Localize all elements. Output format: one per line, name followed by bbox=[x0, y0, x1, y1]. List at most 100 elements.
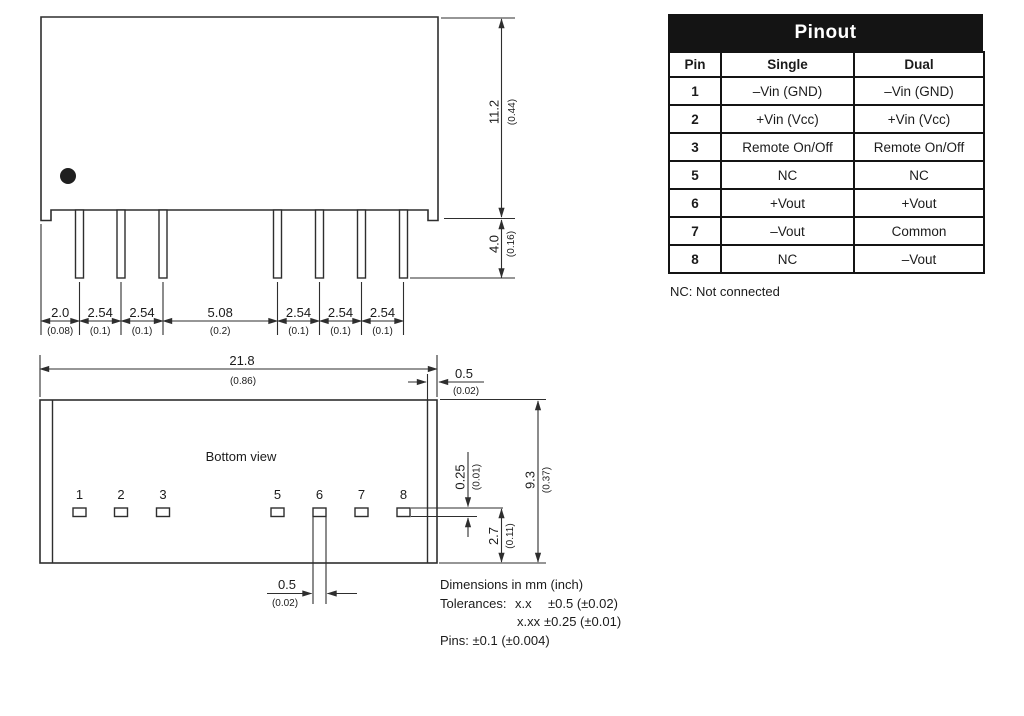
dim-pitch-3-inch: (0.1) bbox=[132, 326, 153, 337]
cell-dual: NC bbox=[853, 160, 985, 190]
pin-number-3: 3 bbox=[159, 487, 166, 502]
note-tol1-key: x.x bbox=[515, 595, 532, 611]
package-body-outline bbox=[40, 16, 439, 222]
pinout-header-row: Pin Single Dual bbox=[668, 51, 985, 78]
col-header-dual: Dual bbox=[853, 51, 985, 78]
dim-body-depth-mm: 9.3 bbox=[523, 471, 538, 489]
dim-wall-thickness-mm: 0.5 bbox=[455, 366, 473, 381]
side-view-pitch-dimensions bbox=[40, 224, 405, 335]
pin-number-6: 6 bbox=[316, 487, 323, 502]
pinout-grid: Pin Single Dual 1 –Vin (GND) –Vin (GND) … bbox=[668, 51, 985, 274]
pin-lead bbox=[74, 209, 85, 279]
table-row: 3 Remote On/Off Remote On/Off bbox=[668, 132, 985, 162]
dim-pitch-7-mm: 2.54 bbox=[370, 305, 395, 320]
pin-lead bbox=[158, 209, 168, 279]
pin-pad bbox=[312, 507, 327, 518]
cell-pin: 1 bbox=[668, 76, 722, 106]
note-pins-row: Pins: ±0.1 (±0.004) bbox=[440, 633, 700, 652]
cell-single: Remote On/Off bbox=[720, 132, 855, 162]
bottom-view-outline bbox=[39, 399, 438, 564]
pin-number-1: 1 bbox=[76, 487, 83, 502]
pin-pad bbox=[270, 507, 285, 518]
dim-pin-length-inch: (0.16) bbox=[506, 231, 517, 257]
cell-single: NC bbox=[720, 160, 855, 190]
pin-pad bbox=[113, 507, 129, 518]
body-width-dimension bbox=[39, 355, 438, 397]
pin-number-5: 5 bbox=[274, 487, 281, 502]
pin-number-7: 7 bbox=[358, 487, 365, 502]
cell-pin: 2 bbox=[668, 104, 722, 134]
dim-pitch-6-mm: 2.54 bbox=[328, 305, 353, 320]
pin-pad bbox=[72, 507, 87, 518]
cell-single: +Vin (Vcc) bbox=[720, 104, 855, 134]
cell-single: –Vin (GND) bbox=[720, 76, 855, 106]
dim-body-height-mm: 11.2 bbox=[487, 100, 502, 124]
dim-pin-thickness-inch: (0.01) bbox=[472, 464, 483, 490]
pin-thickness-dimension bbox=[411, 452, 503, 537]
dim-pitch-1-mm: 2.0 bbox=[51, 305, 69, 320]
dim-pin-width-mm: 0.5 bbox=[278, 577, 296, 592]
note-tolerance-row-2: x.xx ±0.25 (±0.01) bbox=[440, 614, 700, 633]
col-header-single: Single bbox=[720, 51, 855, 78]
table-row: 7 –Vout Common bbox=[668, 216, 985, 246]
pin-number-8: 8 bbox=[400, 487, 407, 502]
dim-pitch-4-mm: 5.08 bbox=[208, 305, 233, 320]
body-depth-dimension bbox=[439, 398, 546, 564]
cell-dual: Common bbox=[853, 216, 985, 246]
cell-pin: 7 bbox=[668, 216, 722, 246]
pinout-table-title: Pinout bbox=[668, 14, 983, 51]
note-tol1-value: ±0.5 (±0.02) bbox=[548, 595, 618, 611]
cell-pin: 8 bbox=[668, 244, 722, 274]
note-units: Dimensions in mm (inch) bbox=[440, 577, 584, 592]
note-tolerances-label: Tolerances: bbox=[440, 595, 507, 611]
pin-lead bbox=[356, 209, 367, 279]
bottom-view-label: Bottom view bbox=[206, 449, 277, 464]
cell-pin: 6 bbox=[668, 188, 722, 218]
cell-dual: Remote On/Off bbox=[853, 132, 985, 162]
dim-body-width-mm: 21.8 bbox=[229, 353, 254, 368]
cell-single: +Vout bbox=[720, 188, 855, 218]
side-view-height-dimensions bbox=[410, 17, 515, 279]
nc-footnote: NC: Not connected bbox=[670, 284, 780, 299]
bottom-view bbox=[39, 399, 438, 564]
dim-pin-offset-inch: (0.11) bbox=[505, 523, 516, 548]
note-pins-tolerance: Pins: ±0.1 (±0.004) bbox=[440, 632, 550, 648]
cell-dual: –Vout bbox=[853, 244, 985, 274]
note-tolerance-row-1: Tolerances: x.x ±0.5 (±0.02) bbox=[440, 596, 700, 615]
side-view-pitch-labels: 2.0 2.54 2.54 5.08 2.54 2.54 2.54 (0.08)… bbox=[47, 305, 395, 337]
dim-body-height-inch: (0.44) bbox=[507, 99, 518, 125]
dim-pin-length-mm: 4.0 bbox=[487, 235, 502, 253]
side-view-pins bbox=[74, 209, 409, 279]
dim-pitch-5-mm: 2.54 bbox=[286, 305, 311, 320]
note-units-row: Dimensions in mm (inch) bbox=[440, 577, 700, 596]
cell-dual: –Vin (GND) bbox=[853, 76, 985, 106]
note-tol2-key: x.xx bbox=[517, 614, 541, 630]
col-header-pin: Pin bbox=[668, 51, 722, 78]
note-tol2-value: ±0.25 (±0.01) bbox=[544, 614, 622, 630]
dim-pitch-2-inch: (0.1) bbox=[90, 326, 111, 337]
dimension-notes: Dimensions in mm (inch) Tolerances: x.x … bbox=[440, 577, 700, 651]
cell-pin: 5 bbox=[668, 160, 722, 190]
dim-pitch-6-inch: (0.1) bbox=[330, 326, 351, 337]
pin-pad bbox=[354, 507, 369, 518]
table-row: 5 NC NC bbox=[668, 160, 985, 190]
dim-pitch-7-inch: (0.1) bbox=[372, 326, 393, 337]
pin-width-dimension bbox=[267, 517, 357, 604]
cell-dual: +Vout bbox=[853, 188, 985, 218]
cell-pin: 3 bbox=[668, 132, 722, 162]
dim-pin-width-inch: (0.02) bbox=[272, 598, 298, 609]
side-view bbox=[40, 16, 439, 279]
dim-pitch-4-inch: (0.2) bbox=[210, 326, 231, 337]
wall-thickness-dimension bbox=[408, 374, 484, 400]
dim-pitch-2-mm: 2.54 bbox=[88, 305, 113, 320]
pin-pad bbox=[396, 507, 411, 518]
dim-pitch-1-inch: (0.08) bbox=[47, 326, 73, 337]
pinout-table: Pinout Pin Single Dual 1 –Vin (GND) –Vin… bbox=[668, 14, 985, 274]
dim-pin-offset-mm: 2.7 bbox=[486, 527, 501, 545]
dim-pitch-5-inch: (0.1) bbox=[288, 326, 309, 337]
table-row: 2 +Vin (Vcc) +Vin (Vcc) bbox=[668, 104, 985, 134]
cell-dual: +Vin (Vcc) bbox=[853, 104, 985, 134]
pin-number-2: 2 bbox=[117, 487, 124, 502]
pin-lead bbox=[272, 209, 283, 279]
